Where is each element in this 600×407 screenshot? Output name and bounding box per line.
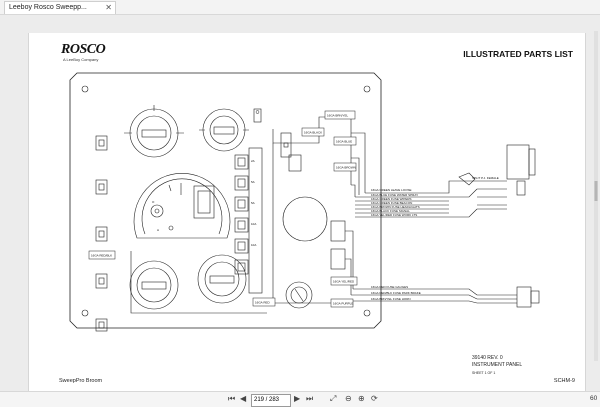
bundle-label: 16GA BLUE FUSE WATER SPRAY (371, 193, 418, 197)
footer-code: SCHM-9 (553, 378, 575, 384)
bundle-label: 16GA YEL/RED FUSE WORK LTS (371, 213, 417, 217)
wire-label: 16GA RED (255, 301, 271, 305)
first-page-icon[interactable]: ⏮ (228, 394, 236, 403)
wire-label: 16GA RED/BLK (91, 254, 112, 258)
zoom-in-icon[interactable]: ⊕ (358, 394, 365, 403)
zoom-out-icon[interactable]: ⊖ (345, 394, 352, 403)
wiring-schematic: O A 2A 5A 5A (69, 72, 540, 332)
logo-subtext: A LeeBoy Company (63, 57, 99, 62)
bundle-label: 16GA GREEN LEAVE LOOSE (371, 188, 411, 192)
page-title: ILLUSTRATED PARTS LIST (463, 49, 573, 59)
bundle-label: 16GA GREEN FUSE BEACON (371, 201, 412, 205)
bundle-label: 16GA RED/BLK FUSE PARK BRAKE (371, 291, 421, 295)
tab-title: Leeboy Rosco Sweepp... (9, 4, 87, 11)
fuse-block (234, 147, 263, 294)
wire-label: 16GA YEL/RED (333, 280, 355, 284)
bundle-label: 16GA GREEN FUSE WIPERS (371, 197, 412, 201)
bundle-label: 16GA BRN/YEL FUSE HORN (371, 297, 411, 301)
rosco-logo: ROSCO A LeeBoy Company (61, 42, 106, 63)
toggle-switches (95, 135, 108, 332)
next-page-icon[interactable]: ▶ (294, 394, 301, 403)
zoom-level: 60 (590, 395, 598, 402)
wire-label: 16GA BLACK (304, 131, 322, 135)
gauge-marking: A (157, 228, 159, 232)
fuse-label: 10A (251, 243, 256, 247)
wire-harness (130, 116, 478, 314)
connector-top (458, 144, 536, 210)
logo-text: ROSCO (61, 42, 106, 57)
top-middle-gauge (199, 108, 249, 152)
drawing-name: INSTRUMENT PANEL (472, 361, 523, 368)
page-number-input[interactable] (251, 394, 291, 407)
connector-bottom (477, 286, 540, 308)
panel-outline (69, 72, 382, 329)
fuse-label: 10A (251, 222, 256, 226)
vertical-scrollbar[interactable] (594, 31, 598, 361)
drawing-info: 39140 REV. 0 INSTRUMENT PANEL SHEET 1 OF… (472, 355, 522, 377)
bottom-middle-gauge (197, 254, 247, 304)
bundle-label: 16GA RED FUSE GAUGES (371, 285, 408, 289)
fuse-label: 5A (251, 180, 255, 184)
wire-label: 16GA BROWN (336, 166, 356, 170)
wire-label: 16GA BRN/YEL (327, 114, 349, 118)
tab-bar: Leeboy Rosco Sweepp... ✕ (0, 0, 600, 15)
ignition-switch (285, 281, 313, 309)
connector-label: SPLIT P.J. FEMALE (472, 176, 499, 180)
rocker-switches (280, 132, 346, 270)
bottom-left-gauge (129, 260, 179, 310)
fit-page-icon[interactable]: ⤢ (330, 394, 337, 403)
page-navigation: ⏮ ◀ ▶ ⏭ ⤢ ⊖ ⊕ ⟳ 60 (0, 391, 600, 407)
document-page: ROSCO A LeeBoy Company ILLUSTRATED PARTS… (28, 33, 586, 393)
bundle-label: 16GA BLACK FUSE SIGNAL (371, 209, 410, 213)
top-left-gauge (124, 105, 184, 158)
wire-label: 16GA PURPLE (333, 302, 353, 306)
wire-label: 16GA BLUE (336, 140, 352, 144)
fuse-label: 2A (251, 159, 255, 163)
document-viewer: ROSCO A LeeBoy Company ILLUSTRATED PARTS… (0, 15, 600, 393)
document-tab[interactable]: Leeboy Rosco Sweepp... ✕ (4, 1, 116, 14)
rotate-icon[interactable]: ⟳ (371, 394, 378, 403)
horn-cutout (282, 196, 328, 242)
footer-product: SweepPro Broom (59, 378, 103, 384)
drawing-number: 39140 REV. 0 (472, 355, 503, 361)
previous-page-icon[interactable]: ◀ (240, 394, 247, 403)
center-gauge (133, 173, 231, 239)
gauge-marking: O (152, 200, 155, 204)
fuse-label: 5A (251, 201, 255, 205)
drawing-sheet: SHEET 1 OF 1 (472, 371, 496, 375)
bundle-label: 16GA BROWN FUSE HEADLIGHTS (371, 205, 420, 209)
close-icon[interactable]: ✕ (105, 3, 112, 12)
last-page-icon[interactable]: ⏭ (306, 394, 314, 403)
